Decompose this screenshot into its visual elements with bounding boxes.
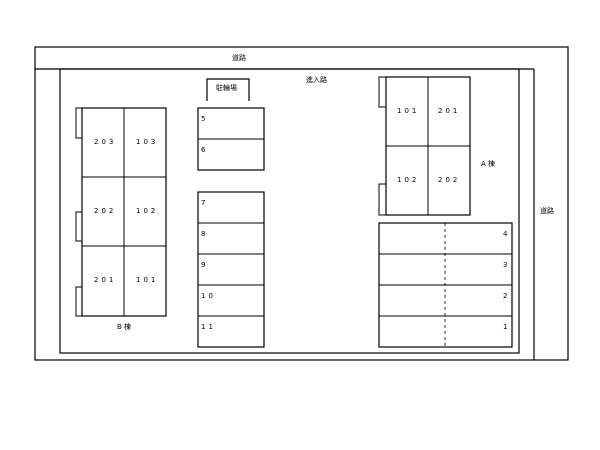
parking-5: 5 (201, 115, 205, 123)
parking-upper: 5 6 (197, 107, 265, 171)
parking-11: 11 (201, 323, 216, 331)
parking-9: 9 (201, 261, 205, 269)
unit-b-201: 201 (94, 276, 116, 284)
site-boundary (34, 46, 569, 361)
unit-b-202: 202 (94, 207, 116, 215)
unit-a-101: 101 (397, 107, 419, 115)
parking-10: 10 (201, 292, 216, 300)
parking-2: 2 (503, 292, 507, 300)
parking-1: 1 (503, 323, 507, 331)
road-right-label: 道路 (540, 206, 554, 215)
building-a-label: A 棟 (481, 159, 495, 168)
building-b-label: B 棟 (117, 322, 131, 331)
unit-b-103: 103 (136, 138, 158, 146)
unit-b-102: 102 (136, 207, 158, 215)
parking-8: 8 (201, 230, 205, 238)
unit-a-202: 202 (438, 176, 460, 184)
parking-4: 4 (503, 230, 508, 238)
parking-6: 6 (201, 146, 206, 154)
unit-a-201: 201 (438, 107, 460, 115)
road-top-label: 道路 (232, 53, 246, 62)
unit-a-102: 102 (397, 176, 419, 184)
unit-b-203: 203 (94, 138, 116, 146)
bicycle-parking (206, 78, 250, 101)
inner-lot (59, 68, 520, 354)
building-b: 203 103 202 102 201 101 (75, 107, 167, 317)
parking-middle: 7 8 9 10 11 (197, 191, 265, 348)
entrance-label: 進入路 (306, 75, 327, 84)
unit-b-101: 101 (136, 276, 158, 284)
parking-right: 4 3 2 1 (378, 222, 513, 348)
parking-7: 7 (201, 199, 205, 207)
building-a: 101 201 102 202 (378, 76, 471, 216)
parking-3: 3 (503, 261, 507, 269)
bicycle-parking-label: 駐輪場 (216, 83, 237, 92)
